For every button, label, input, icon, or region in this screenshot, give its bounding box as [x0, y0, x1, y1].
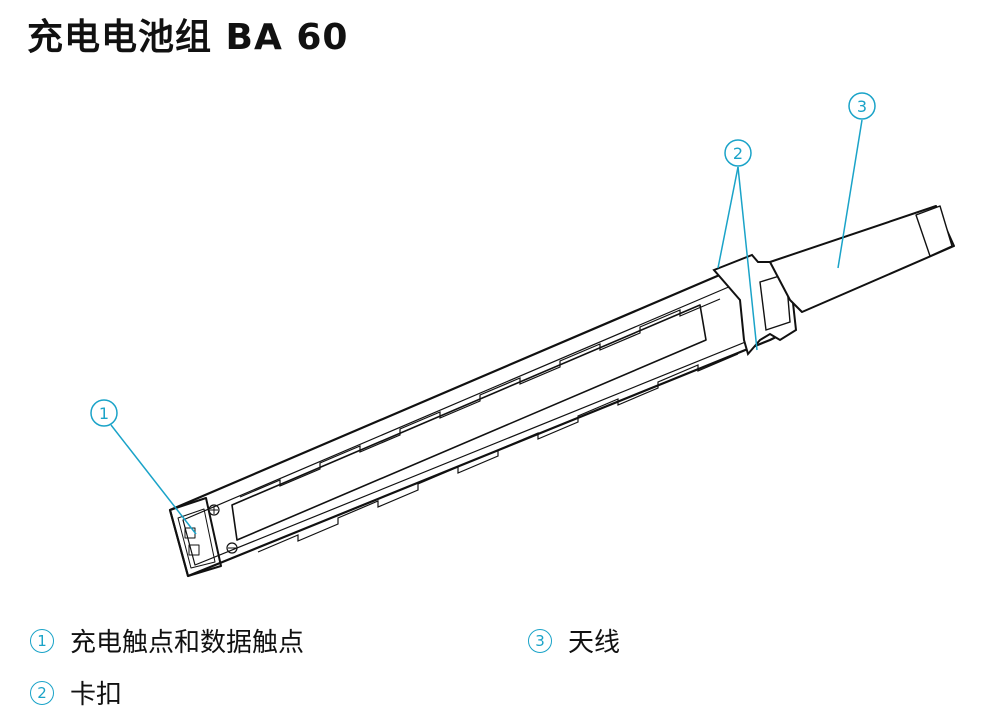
legend-item-latch: 2 卡扣: [30, 674, 122, 711]
legend-badge-1: 1: [30, 628, 54, 653]
legend-label-latch: 卡扣: [70, 680, 123, 710]
callout-1-number: 1: [99, 404, 109, 423]
legend-badge-2: 2: [30, 680, 54, 705]
callout-1: 1: [90, 399, 118, 427]
antenna: [769, 205, 955, 313]
legend-label-contacts: 充电触点和数据触点: [70, 628, 305, 658]
callout-3-number: 3: [857, 97, 867, 116]
callout-2: 2: [724, 139, 752, 167]
callout-lines: [110, 119, 863, 535]
legend-badge-3: 3: [528, 628, 552, 653]
slot-pattern: [239, 298, 739, 553]
callout-2-number: 2: [733, 144, 743, 163]
latch: [712, 253, 798, 357]
page-title: 充电电池组 BA 60: [27, 17, 349, 58]
legend-item-antenna: 3 天线: [528, 622, 620, 659]
legend-label-antenna: 天线: [568, 628, 621, 658]
legend-item-contacts: 1 充电触点和数据触点: [30, 622, 304, 659]
callout-3: 3: [848, 92, 876, 120]
